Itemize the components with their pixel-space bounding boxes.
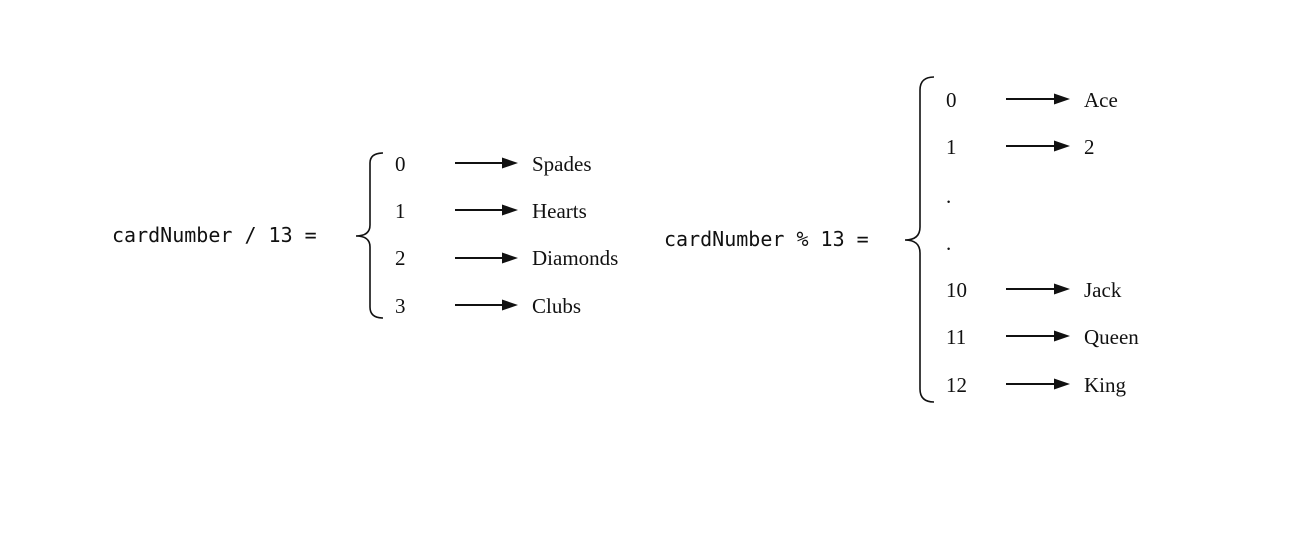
rank-key: 1 xyxy=(946,135,957,159)
rank-value: Ace xyxy=(1084,88,1118,112)
rank-key: . xyxy=(946,184,951,208)
rank-key: 12 xyxy=(946,373,967,397)
suit-value: Clubs xyxy=(532,294,581,318)
rank-row: 0 Ace xyxy=(946,88,1118,112)
arrow-icon xyxy=(1006,378,1070,390)
arrow-icon xyxy=(1006,140,1070,152)
rank-key: 11 xyxy=(946,325,966,349)
suit-mapping-group: cardNumber / 13 = 0 Spades 1 Hearts 2 xyxy=(112,152,618,319)
suit-row: 0 Spades xyxy=(395,152,592,176)
rank-key: 0 xyxy=(946,88,957,112)
rank-row: 12 King xyxy=(946,373,1127,397)
rank-row: 10 Jack xyxy=(946,278,1122,302)
rank-mapping-group: cardNumber % 13 = 0 Ace 1 2 . . xyxy=(664,76,1139,403)
rank-value: 2 xyxy=(1084,135,1095,159)
rank-key: . xyxy=(946,231,951,255)
rank-value: Queen xyxy=(1084,325,1139,349)
suit-key: 2 xyxy=(395,246,406,270)
rank-value: King xyxy=(1084,373,1127,397)
arrow-icon xyxy=(455,204,518,216)
suit-row: 1 Hearts xyxy=(395,199,587,223)
arrow-icon xyxy=(455,157,518,169)
suit-key: 3 xyxy=(395,294,406,318)
suit-row: 3 Clubs xyxy=(395,294,581,318)
suit-value: Hearts xyxy=(532,199,587,223)
arrow-icon xyxy=(455,252,518,264)
arrow-icon xyxy=(1006,283,1070,295)
suit-brace xyxy=(355,152,384,319)
arrow-icon xyxy=(1006,330,1070,342)
suit-value: Spades xyxy=(532,152,592,176)
rank-row-ellipsis: . xyxy=(946,231,951,255)
arrow-icon xyxy=(1006,93,1070,105)
rank-key: 10 xyxy=(946,278,967,302)
suit-expression: cardNumber / 13 = xyxy=(112,223,317,247)
suit-row: 2 Diamonds xyxy=(395,246,618,270)
rank-value: Jack xyxy=(1084,278,1122,302)
rank-brace xyxy=(904,76,935,403)
suit-value: Diamonds xyxy=(532,246,618,270)
rank-row: 1 2 xyxy=(946,135,1095,159)
arrow-icon xyxy=(455,299,518,311)
rank-expression: cardNumber % 13 = xyxy=(664,227,869,251)
rank-row: 11 Queen xyxy=(946,325,1139,349)
suit-key: 1 xyxy=(395,199,406,223)
suit-key: 0 xyxy=(395,152,406,176)
rank-row-ellipsis: . xyxy=(946,184,951,208)
